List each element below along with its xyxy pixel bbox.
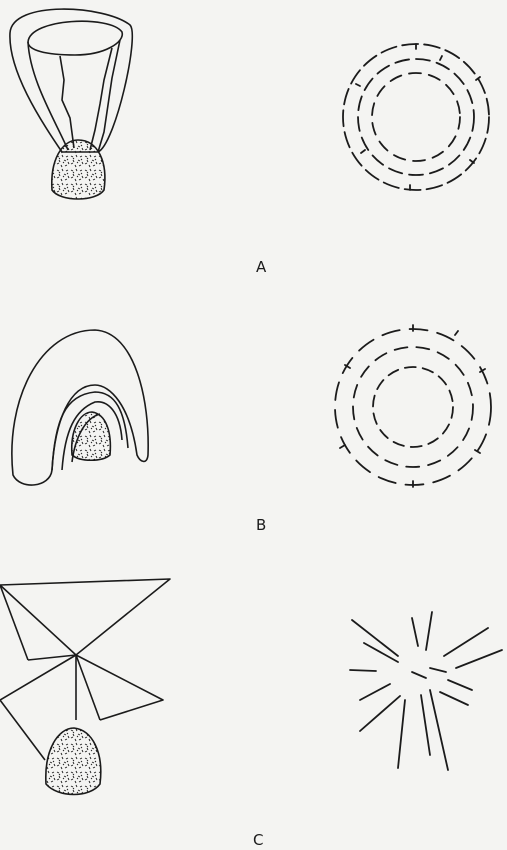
- stage-c-apex: [46, 728, 101, 795]
- stage-b-apex: [72, 412, 111, 460]
- stage-a-drawing: [10, 9, 132, 199]
- stage-b-pattern: [335, 325, 491, 487]
- label-c: C: [253, 831, 264, 849]
- stage-c-pattern: [350, 612, 502, 770]
- stage-b-drawing: [12, 330, 148, 485]
- stage-c-drawing: [0, 579, 170, 795]
- label-b: B: [256, 516, 267, 534]
- stage-a-pattern: [343, 44, 489, 190]
- label-a: A: [256, 258, 267, 276]
